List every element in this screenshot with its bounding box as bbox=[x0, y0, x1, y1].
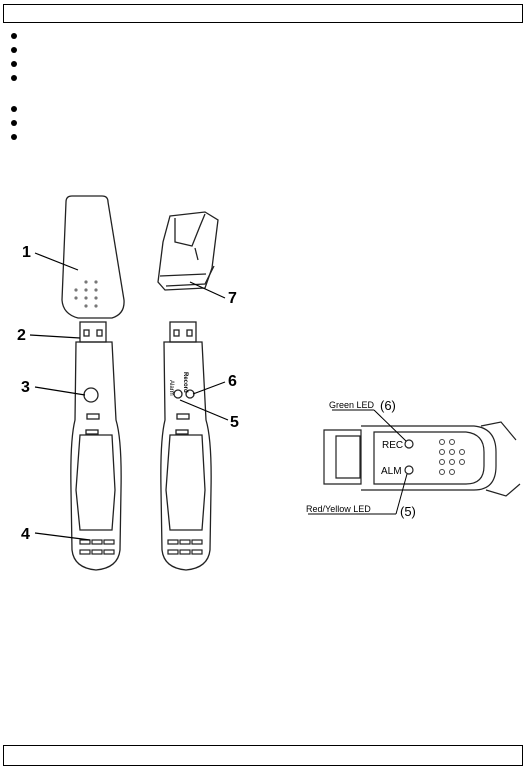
logger-exploded-illustration: Alarm Record 1 2 3 4 5 6 7 bbox=[17, 195, 239, 571]
callout-6: 6 bbox=[228, 373, 237, 390]
page-header-bar bbox=[3, 4, 523, 23]
callout-5: 5 bbox=[230, 414, 239, 431]
logger-back bbox=[160, 321, 212, 571]
alarm-side-label: Alarm bbox=[168, 380, 174, 396]
bullet-dot bbox=[11, 134, 17, 140]
green-led-number: (6) bbox=[380, 398, 396, 413]
callout-4: 4 bbox=[21, 526, 30, 543]
protective-cap bbox=[61, 195, 125, 319]
led-detail-illustration: Green LED (6) REC ALM Red/Yellow LED (5) bbox=[306, 398, 521, 519]
bullet-dot bbox=[11, 61, 17, 67]
callout-1: 1 bbox=[22, 244, 31, 261]
callout-3: 3 bbox=[21, 379, 30, 396]
record-side-label: Record bbox=[182, 372, 188, 393]
bullet-dot bbox=[11, 75, 17, 81]
green-led-label: Green LED bbox=[329, 400, 375, 410]
bullet-dot bbox=[11, 106, 17, 112]
mounting-clip bbox=[157, 211, 219, 291]
bullet-dot bbox=[11, 47, 17, 53]
alm-label: ALM bbox=[381, 466, 402, 477]
rec-led bbox=[404, 439, 414, 449]
rec-label: REC bbox=[382, 440, 403, 451]
cap-vent-holes bbox=[74, 280, 98, 308]
callout-2: 2 bbox=[17, 327, 26, 344]
logger-front bbox=[70, 321, 122, 571]
page-footer-bar bbox=[3, 745, 523, 766]
alm-led bbox=[404, 465, 414, 475]
red-yellow-led-number: (5) bbox=[400, 504, 416, 519]
bullet-dot bbox=[11, 120, 17, 126]
callout-7: 7 bbox=[228, 290, 237, 307]
bullet-dot bbox=[11, 33, 17, 39]
red-yellow-led-label: Red/Yellow LED bbox=[306, 504, 371, 514]
